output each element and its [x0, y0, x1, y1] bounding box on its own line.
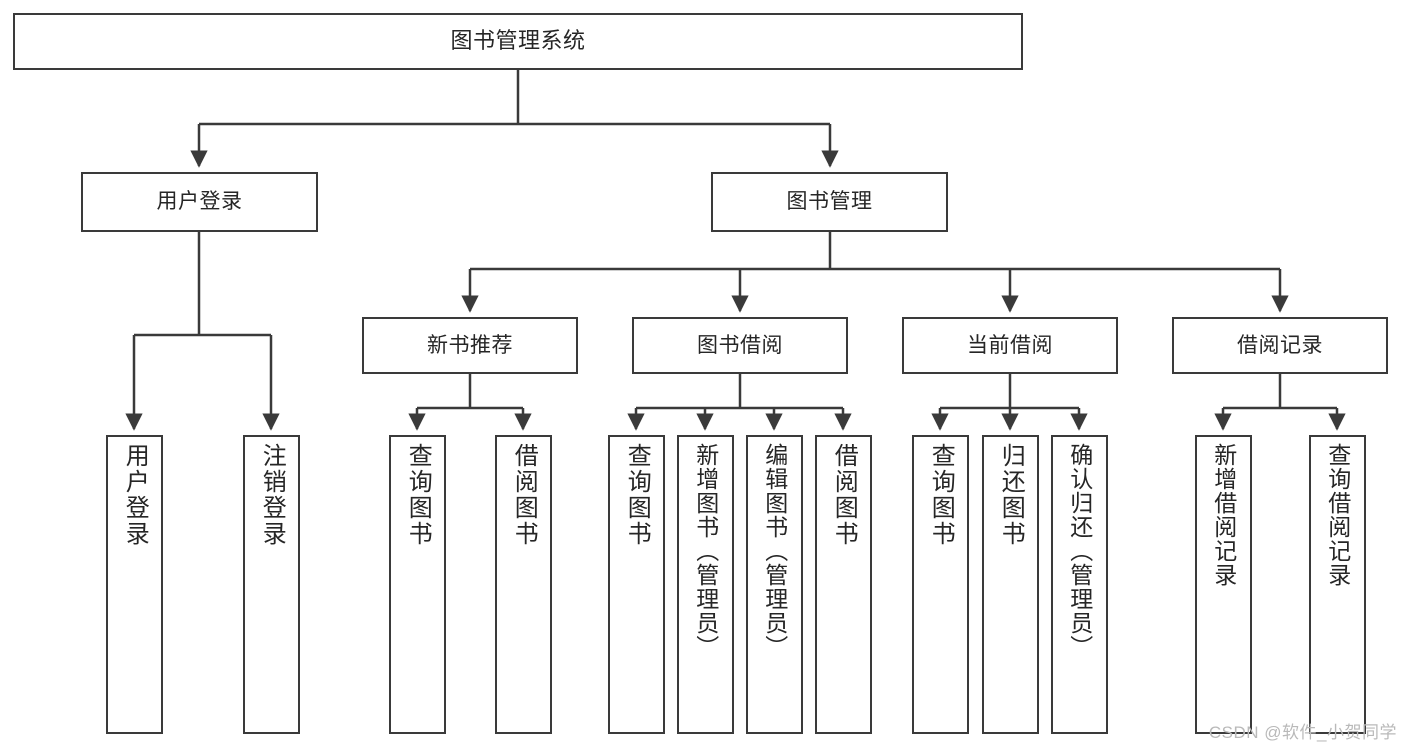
node-user-login[interactable]: 用户登录 [81, 172, 318, 232]
node-label: 查询借阅记录 [1324, 443, 1351, 587]
node-leaf-logout[interactable]: 注销登录 [243, 435, 300, 734]
node-label: 新增图书（管理员） [692, 443, 719, 659]
node-label: 新书推荐 [427, 333, 513, 357]
node-leaf-edit-book-admin[interactable]: 编辑图书（管理员） [746, 435, 803, 734]
node-leaf-query-books-current[interactable]: 查询图书 [912, 435, 969, 734]
node-label: 查询图书 [404, 443, 432, 547]
node-leaf-borrow-books-borrowing[interactable]: 借阅图书 [815, 435, 872, 734]
node-leaf-borrow-books-recommendation[interactable]: 借阅图书 [495, 435, 552, 734]
node-label: 借阅图书 [830, 443, 858, 547]
node-book-management[interactable]: 图书管理 [711, 172, 948, 232]
node-leaf-return-books[interactable]: 归还图书 [982, 435, 1039, 734]
node-label: 归还图书 [997, 443, 1025, 547]
node-label: 借阅记录 [1237, 333, 1323, 357]
node-label: 编辑图书（管理员） [761, 443, 788, 659]
node-label: 查询图书 [927, 443, 955, 547]
node-current-borrowing[interactable]: 当前借阅 [902, 317, 1118, 374]
node-label: 借阅图书 [510, 443, 538, 547]
node-label: 用户登录 [121, 443, 149, 547]
node-leaf-user-login[interactable]: 用户登录 [106, 435, 163, 734]
node-leaf-query-borrow-record[interactable]: 查询借阅记录 [1309, 435, 1366, 734]
node-label: 查询图书 [623, 443, 651, 547]
node-label: 注销登录 [258, 443, 286, 547]
node-borrowing-record[interactable]: 借阅记录 [1172, 317, 1388, 374]
node-label: 图书管理系统 [450, 28, 586, 54]
node-label: 图书借阅 [697, 333, 783, 357]
node-label: 图书管理 [786, 190, 873, 214]
node-label: 确认归还（管理员） [1066, 443, 1093, 659]
node-book-borrowing[interactable]: 图书借阅 [632, 317, 848, 374]
node-label: 用户登录 [156, 190, 243, 214]
node-leaf-add-borrow-record[interactable]: 新增借阅记录 [1195, 435, 1252, 734]
node-leaf-query-books-recommendation[interactable]: 查询图书 [389, 435, 446, 734]
node-new-book-recommendation[interactable]: 新书推荐 [362, 317, 578, 374]
node-leaf-query-books-borrowing[interactable]: 查询图书 [608, 435, 665, 734]
node-label: 当前借阅 [967, 333, 1053, 357]
watermark-csdn: CSDN @软件_小贺同学 [1208, 723, 1397, 742]
node-label: 新增借阅记录 [1210, 443, 1237, 587]
node-leaf-add-book-admin[interactable]: 新增图书（管理员） [677, 435, 734, 734]
node-root-book-management-system[interactable]: 图书管理系统 [13, 13, 1023, 70]
node-leaf-confirm-return-admin[interactable]: 确认归还（管理员） [1051, 435, 1108, 734]
